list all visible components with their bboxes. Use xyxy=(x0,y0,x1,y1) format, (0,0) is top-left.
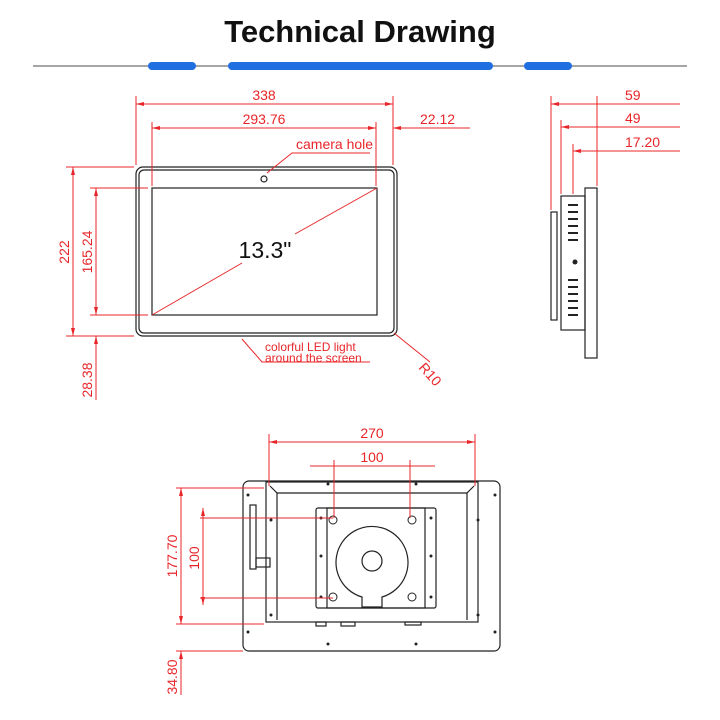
camera-hole-label: camera hole xyxy=(296,136,373,152)
dim-width: 338 xyxy=(252,87,276,103)
camera-hole-icon xyxy=(260,175,268,183)
page-title: Technical Drawing xyxy=(224,14,496,49)
dim-screen-width: 293.76 xyxy=(243,111,286,127)
dim-depth-body: 49 xyxy=(625,110,641,126)
back-view: 270 100 177.70 100 34.80 xyxy=(164,425,501,695)
dim-back-width: 270 xyxy=(360,425,384,441)
front-view: 13.3" camera hole colorful LED light aro… xyxy=(56,87,470,400)
dim-bezel-side: 22.12 xyxy=(420,111,455,127)
dim-vesa-horizontal: 100 xyxy=(360,449,384,465)
radius-label: R10 xyxy=(416,359,445,389)
dim-depth-back: 17.20 xyxy=(625,134,660,150)
dim-vesa-vertical: 100 xyxy=(186,546,202,570)
dim-screen-height: 165.24 xyxy=(79,230,95,273)
dim-bottom-offset: 34.80 xyxy=(164,659,180,694)
led-label-line2: around the screen xyxy=(265,351,362,365)
dim-bezel-bottom: 28.38 xyxy=(79,362,95,397)
dim-height: 222 xyxy=(56,240,72,264)
dim-depth-total: 59 xyxy=(625,87,641,103)
dim-back-height: 177.70 xyxy=(164,534,180,577)
side-view: 59 49 17.20 xyxy=(550,87,680,359)
led-label-line1: colorful LED light xyxy=(265,340,356,354)
diagonal-label: 13.3" xyxy=(239,237,292,263)
